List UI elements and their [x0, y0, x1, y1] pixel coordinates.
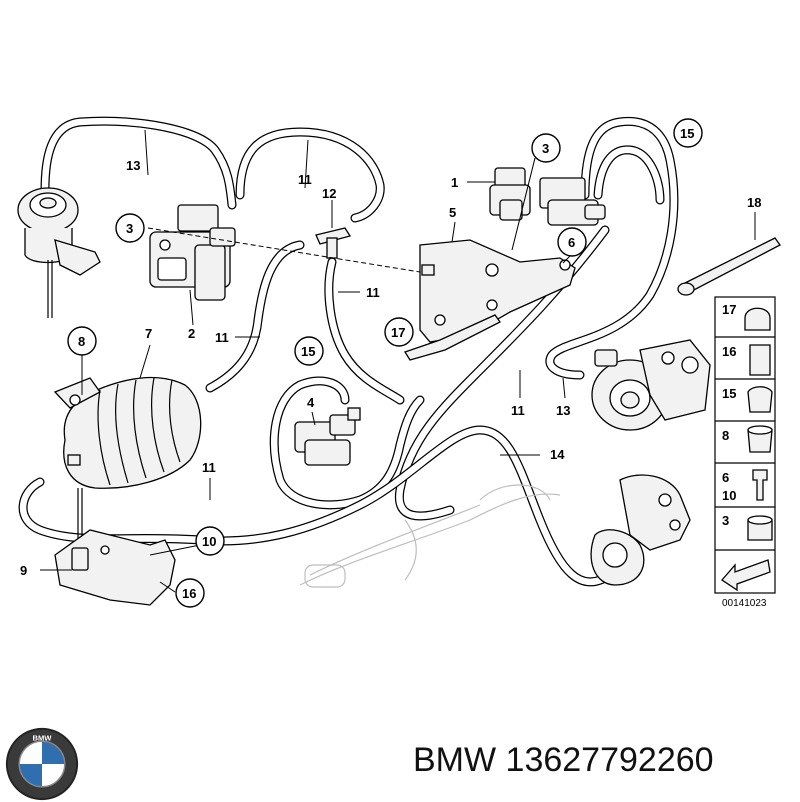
ghost-engine-lines [299, 484, 561, 588]
exhaust-manifold [590, 474, 691, 586]
callout-3: 3 [126, 221, 133, 236]
part-number: 13627792260 [505, 741, 714, 779]
callout-15: 15 [680, 126, 694, 141]
clip-17-icon [744, 307, 771, 331]
bracket-5 [404, 239, 576, 361]
callout-circle-3 [531, 133, 561, 163]
callout-12: 12 [322, 186, 336, 201]
callout-1: 1 [451, 175, 458, 190]
callout-2: 2 [188, 326, 195, 341]
hose-11-vertical [324, 257, 405, 405]
callout-11: 11 [366, 285, 380, 300]
legend-panel: 17 16 15 8 6 10 3 [714, 296, 776, 594]
hose-11-upper [235, 127, 385, 223]
callout-5: 5 [449, 205, 456, 220]
brand-name: BMW [413, 741, 497, 779]
legend-label-3: 3 [722, 513, 729, 528]
callout-circle-15 [673, 118, 703, 148]
hose-15-right-inner [593, 145, 665, 205]
legend-label-6: 6 [722, 470, 729, 485]
hose-13-top [40, 116, 237, 210]
cable-tie-18 [677, 237, 781, 296]
callout-11: 11 [298, 172, 312, 187]
callout-16: 16 [182, 586, 196, 601]
legend-label-17: 17 [722, 302, 736, 317]
callout-3: 3 [542, 141, 549, 156]
clip-15-icon [747, 386, 773, 413]
callout-7: 7 [145, 326, 152, 341]
callout-15: 15 [301, 344, 315, 359]
bracket-9 [54, 529, 176, 606]
solenoid-valve-2 [149, 204, 236, 301]
callout-13: 13 [126, 158, 140, 173]
callout-circle-6 [557, 227, 587, 257]
legend-label-10: 10 [722, 488, 736, 503]
pressure-converter-4 [294, 407, 361, 466]
callout-13: 13 [556, 403, 570, 418]
turbocharger [591, 339, 711, 431]
callout-circle-17 [384, 317, 414, 347]
t-connector-12 [315, 227, 352, 259]
hose-11-bottom [18, 425, 615, 587]
part-title: BMW 13627792260 [413, 741, 714, 780]
hose-15-loop [269, 376, 425, 510]
hose-11-long [394, 225, 610, 521]
callout-10: 10 [202, 534, 216, 549]
bolt-icon [752, 469, 768, 501]
callout-4: 4 [307, 395, 315, 410]
callout-circle-3 [115, 213, 145, 243]
callout-11: 11 [202, 460, 216, 475]
hose-11-left-mid [205, 240, 305, 393]
vacuum-actuator [17, 187, 101, 318]
callout-11: 11 [215, 330, 229, 345]
activity-canister-7 [53, 376, 202, 555]
solenoid-valve-1 [489, 167, 606, 226]
callout-11: 11 [511, 403, 525, 418]
callout-circle-8 [67, 326, 97, 356]
callout-9: 9 [20, 563, 27, 578]
callout-circle-16 [175, 578, 205, 608]
arrow-icon [721, 559, 771, 592]
callout-17: 17 [391, 325, 405, 340]
callout-6: 6 [568, 235, 575, 250]
clip-16-icon [749, 344, 771, 376]
callout-18: 18 [747, 195, 761, 210]
callouts: 13 11 12 3 2 11 11 3 1 5 6 17 15 18 8 7 … [20, 118, 761, 608]
callout-circle-15 [294, 336, 324, 366]
logo-text: BMW [33, 733, 53, 742]
legend-label-15: 15 [722, 386, 736, 401]
legend-label-8: 8 [722, 428, 729, 443]
reference-number: 00141023 [722, 598, 767, 609]
hose-15-right [545, 116, 679, 380]
bmw-logo: BMW [5, 727, 79, 801]
callout-8: 8 [78, 334, 85, 349]
leader-lines [40, 129, 756, 593]
callout-circle-10 [195, 526, 225, 556]
legend-label-16: 16 [722, 344, 736, 359]
callout-14: 14 [550, 447, 565, 462]
